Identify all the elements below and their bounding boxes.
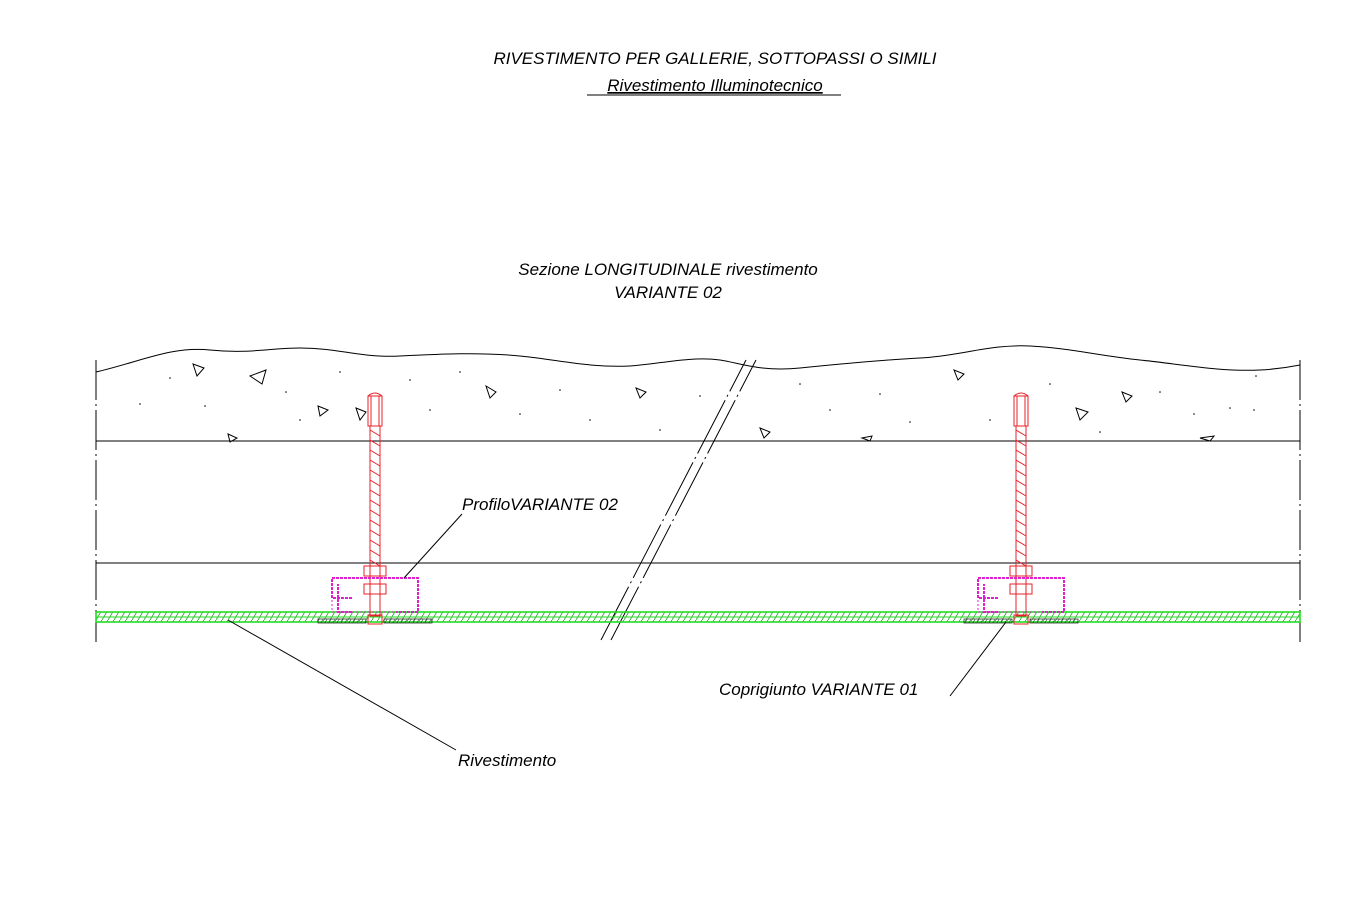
threaded-rod [363, 392, 387, 625]
drawing-title: RIVESTIMENTO PER GALLERIE, SOTTOPASSI O … [493, 49, 936, 68]
joint-cover-plate [317, 618, 433, 624]
label-profile: ProfiloVARIANTE 02 [462, 495, 618, 514]
section-title: Sezione LONGITUDINALE rivestimento [518, 260, 818, 279]
concrete-top-edge [95, 345, 1301, 373]
break-line-2 [610, 359, 757, 641]
c-profile [331, 577, 419, 613]
anchor-assembly-left [317, 392, 433, 625]
drawing-subtitle: Rivestimento Illuminotecnico [607, 76, 822, 95]
leader-profile [403, 513, 463, 579]
concrete-aggregate [192, 363, 1216, 443]
joint-cover-plate [963, 618, 1079, 624]
anchor-assembly-right [963, 392, 1079, 625]
concrete-dots [139, 371, 1257, 433]
label-joint-cover: Coprigiunto VARIANTE 01 [719, 680, 918, 699]
break-line-1 [600, 359, 747, 641]
leader-cladding [227, 619, 457, 751]
section-variant: VARIANTE 02 [614, 283, 722, 302]
leader-joint-cover [949, 621, 1007, 697]
cladding-panel [95, 611, 1301, 623]
c-profile [977, 577, 1065, 613]
threaded-rod [1009, 392, 1033, 625]
label-cladding: Rivestimento [458, 751, 556, 770]
